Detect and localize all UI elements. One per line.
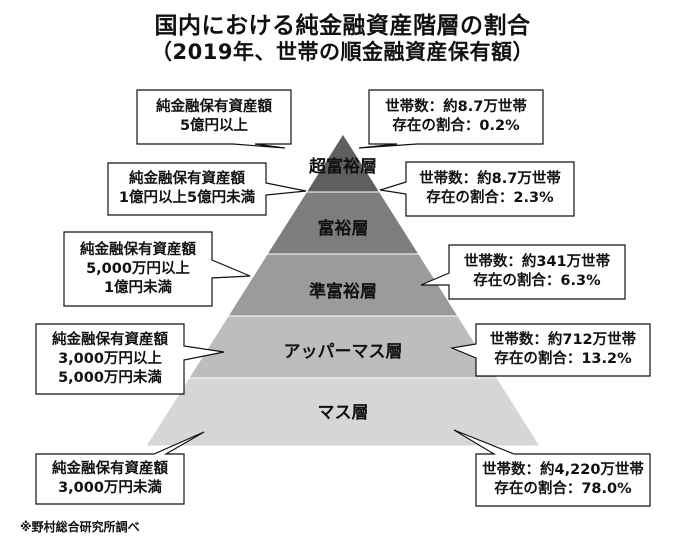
callout-line: 世帯数：約4,220万世帯 xyxy=(482,462,644,478)
callout-line: 純金融保有資産額 xyxy=(80,241,196,258)
callout-line: 存在の割合：0.2% xyxy=(392,118,520,134)
callout-households-semi-rich: 世帯数：約341万世帯存在の割合：6.3% xyxy=(420,243,627,301)
callout-households-super-rich: 世帯数：約8.7万世帯存在の割合：0.2% xyxy=(358,88,545,149)
callout-line: 1億円未満 xyxy=(103,279,173,296)
callout-line: 世帯数：約8.7万世帯 xyxy=(419,171,561,187)
callout-line: 純金融保有資産額 xyxy=(52,461,168,477)
callout-households-upper-mass: 世帯数：約712万世帯存在の割合：13.2% xyxy=(449,322,652,378)
layer-label-rich: 富裕層 xyxy=(318,218,369,239)
callout-line: 存在の割合：13.2% xyxy=(494,351,632,367)
callout-line: 3,000万円未満 xyxy=(58,480,162,496)
callout-line: 世帯数：約341万世帯 xyxy=(463,254,611,270)
layer-label-mass: マス層 xyxy=(318,403,369,423)
callout-line: 5,000万円以上 xyxy=(86,260,190,277)
callout-asset-range-upper-mass: 純金融保有資産額 3,000万円以上 5,000万円未満 xyxy=(34,322,225,396)
page-subtitle: （2019年、世帯の順金融資産保有額） xyxy=(151,40,534,64)
callout-line: 世帯数：約8.7万世帯 xyxy=(385,99,527,115)
layer-label-upper-mass: アッパーマス層 xyxy=(284,342,403,362)
callout-line: 存在の割合：6.3% xyxy=(473,273,601,289)
callout-line: 世帯数：約712万世帯 xyxy=(489,332,637,348)
layer-label-super-rich: 超富裕層 xyxy=(309,156,377,177)
pyramid-layer-mass xyxy=(145,377,541,447)
callout-asset-range-rich: 純金融保有資産額 1億円以上5億円未満 xyxy=(106,161,307,217)
callout-households-mass: 世帯数：約4,220万世帯存在の割合：78.0% xyxy=(453,429,652,508)
callout-line: 純金融保有資産額 xyxy=(129,171,245,187)
layer-label-semi-rich: 準富裕層 xyxy=(309,281,377,302)
callout-asset-range-super-rich: 純金融保有資産額 5億円以上 xyxy=(135,88,293,149)
callout-line: 存在の割合：78.0% xyxy=(494,481,632,497)
callout-line: 純金融保有資産額 xyxy=(156,99,272,115)
callout-households-rich: 世帯数：約8.7万世帯存在の割合：2.3% xyxy=(379,160,576,218)
page-title: 国内における純金融資産階層の割合 xyxy=(154,13,531,39)
callout-asset-range-mass: 純金融保有資産額 3,000万円未満 xyxy=(34,431,205,506)
callout-line: 5,000万円未満 xyxy=(58,369,162,386)
callout-line: 5億円以上 xyxy=(179,118,249,134)
callout-line: 純金融保有資産額 xyxy=(52,331,168,348)
callout-line: 存在の割合：2.3% xyxy=(426,190,554,206)
source-note: ※野村総合研究所調べ xyxy=(20,520,140,534)
callout-line: 1億円以上5億円未満 xyxy=(118,190,256,206)
callout-asset-range-semi-rich: 純金融保有資産額 5,000万円以上 1億円未満 xyxy=(62,230,251,308)
callout-line: 3,000万円以上 xyxy=(58,350,162,367)
